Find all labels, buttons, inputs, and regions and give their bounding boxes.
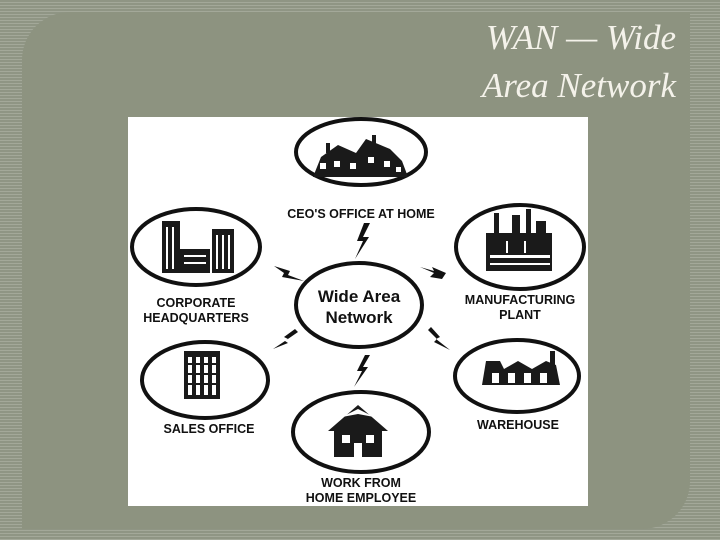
office-building-icon [184, 351, 220, 399]
ceo-home-label: CEO'S OFFICE AT HOME [287, 207, 434, 221]
manufacturing-label-line2: PLANT [499, 308, 541, 322]
lightning-bolt-icon [274, 266, 304, 281]
hub-node: Wide Area Network [294, 261, 424, 349]
slide-title-line1: WAN — Wide [485, 18, 676, 57]
link-warehouse [428, 327, 450, 350]
link-ceo-home [355, 223, 370, 259]
factory-icon [486, 209, 552, 271]
lightning-bolt-icon [420, 267, 446, 279]
lightning-bolt-icon [354, 355, 370, 387]
lightning-bolt-icon [428, 327, 450, 350]
sales-label: SALES OFFICE [164, 422, 255, 436]
node-work-from-home: WORK FROM HOME EMPLOYEE [291, 390, 431, 505]
work-from-home-label-line2: HOME EMPLOYEE [306, 491, 416, 505]
manufacturing-label-line1: MANUFACTURING [465, 293, 575, 307]
link-corporate-hq [274, 266, 304, 281]
node-corporate-hq: CORPORATE HEADQUARTERS [130, 207, 262, 325]
house-icon [313, 135, 408, 177]
warehouse-label: WAREHOUSE [477, 418, 559, 432]
small-house-icon [328, 405, 388, 457]
node-ceo-home: CEO'S OFFICE AT HOME [287, 117, 435, 221]
lightning-bolt-icon [273, 329, 298, 349]
hub-label-line2: Network [325, 308, 393, 327]
lightning-bolt-icon [355, 223, 370, 259]
node-sales: SALES OFFICE [140, 340, 270, 436]
slide-title: WAN — Wide Area Network [316, 14, 676, 110]
node-manufacturing: MANUFACTURING PLANT [454, 203, 586, 322]
slide-title-line2: Area Network [481, 66, 676, 105]
hub-label-line1: Wide Area [318, 287, 401, 306]
node-warehouse: WAREHOUSE [453, 338, 581, 432]
link-work-from-home [354, 355, 370, 387]
corporate-hq-label-line2: HEADQUARTERS [143, 311, 249, 325]
warehouse-icon [482, 351, 560, 385]
work-from-home-label-line1: WORK FROM [321, 476, 401, 490]
link-sales [273, 329, 298, 349]
office-towers-icon [162, 221, 234, 273]
wan-diagram: Wide Area Network CEO'S OFFICE AT HOME [128, 117, 588, 506]
link-manufacturing [420, 267, 446, 279]
corporate-hq-label-line1: CORPORATE [157, 296, 236, 310]
